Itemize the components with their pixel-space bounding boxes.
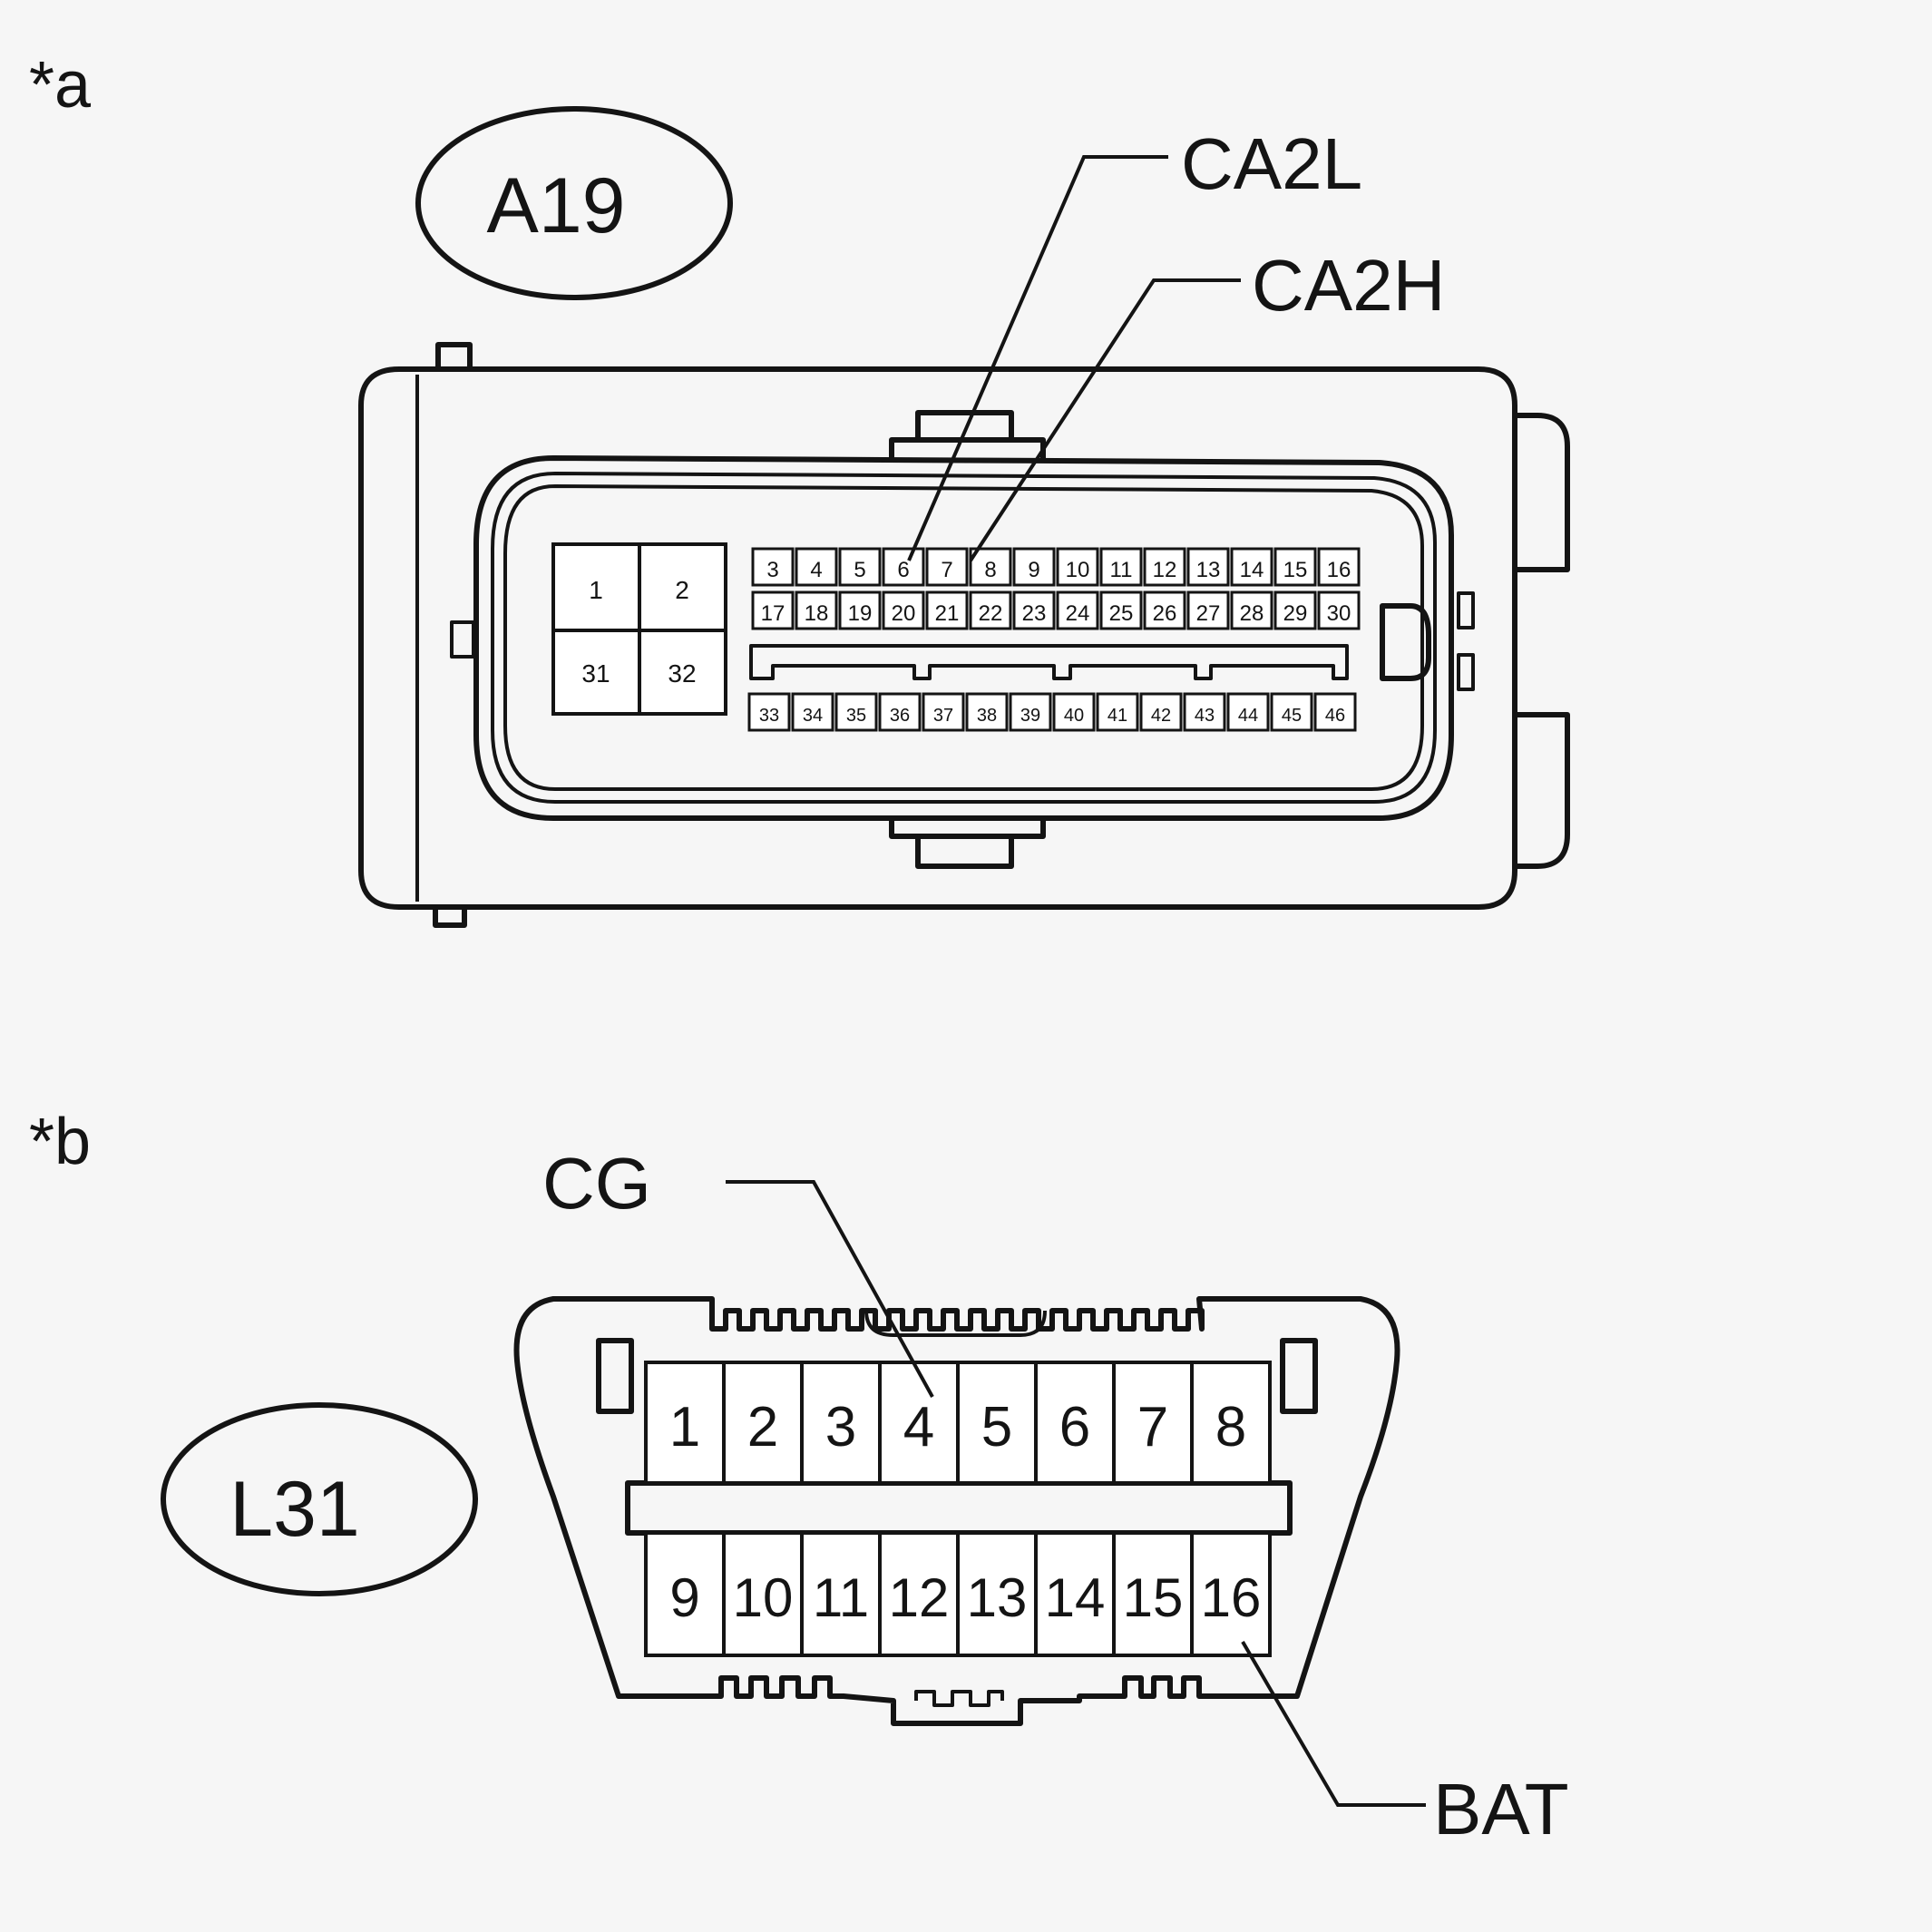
pin-label: 45 (1282, 706, 1302, 726)
pin-label: 46 (1325, 706, 1345, 726)
pin-label: 4 (810, 558, 822, 582)
pin-label: 14 (1045, 1567, 1106, 1628)
pin-label: 27 (1196, 601, 1221, 626)
a19-pin-row-3: 33 34 35 36 37 38 39 40 41 42 43 44 45 4… (747, 692, 1357, 732)
pin-label: 42 (1151, 706, 1171, 726)
pin-label: 11 (813, 1567, 869, 1628)
pin-label: 13 (1196, 558, 1221, 582)
pin-label: 6 (897, 558, 909, 582)
a19-id-oval (415, 106, 733, 300)
pin-label: 4 (903, 1396, 934, 1459)
pin-label: 5 (981, 1396, 1012, 1459)
pin-label: 3 (766, 558, 778, 582)
pin-label: 25 (1109, 601, 1134, 626)
cg-leader-line (726, 1180, 934, 1398)
pin-label: 23 (1022, 601, 1047, 626)
pin-label: 28 (1240, 601, 1264, 626)
pin-label: 44 (1238, 706, 1258, 726)
pin-label: 2 (675, 576, 689, 604)
a19-pin-row-1: 3 4 5 6 7 8 9 10 11 12 13 14 15 16 (751, 547, 1361, 587)
pin-label: 43 (1195, 706, 1215, 726)
a19-connector-id: A19 (486, 162, 625, 249)
pin-label: 21 (935, 601, 960, 626)
l31-pin-grid: 1 2 3 4 5 6 7 8 9 10 11 12 13 14 15 16 (644, 1361, 1272, 1657)
cg-label: CG (542, 1143, 651, 1224)
pin-label: 36 (890, 706, 910, 726)
pin-label: 26 (1153, 601, 1177, 626)
pin-label: 15 (1123, 1567, 1184, 1628)
bat-leader-line (1241, 1640, 1426, 1807)
pin-label: 9 (1028, 558, 1039, 582)
bat-label: BAT (1433, 1769, 1569, 1849)
pin-label: 12 (1153, 558, 1177, 582)
pin-label: 1 (589, 576, 603, 604)
pin-label: 40 (1064, 706, 1084, 726)
l31-connector-id: L31 (229, 1466, 360, 1553)
section-b-marker: *b (29, 1106, 91, 1178)
pin-label: 8 (1215, 1396, 1246, 1459)
pin-label: 24 (1066, 601, 1090, 626)
ca2l-leader-line (907, 155, 1168, 561)
pin-label: 38 (977, 706, 997, 726)
pin-label: 37 (933, 706, 953, 726)
pin-label: 12 (889, 1567, 950, 1628)
pin-label: 13 (967, 1567, 1028, 1628)
ca2h-leader-line (969, 278, 1241, 562)
pin-label: 16 (1201, 1567, 1262, 1628)
pin-label: 19 (848, 601, 873, 626)
pin-label: 2 (747, 1396, 778, 1459)
pin-label: 6 (1059, 1396, 1090, 1459)
a19-pin-row-2: 17 18 19 20 21 22 23 24 25 26 27 28 29 3… (751, 590, 1361, 630)
pin-label: 9 (669, 1567, 699, 1628)
pin-label: 8 (984, 558, 996, 582)
pin-label: 7 (941, 558, 952, 582)
pin-label: 41 (1107, 706, 1127, 726)
section-a-marker: *a (29, 49, 92, 122)
pin-label: 10 (1066, 558, 1090, 582)
pin-label: 29 (1283, 601, 1308, 626)
pin-label: 14 (1240, 558, 1264, 582)
pin-label: 17 (761, 601, 785, 626)
ca2l-label: CA2L (1181, 123, 1362, 204)
pin-label: 31 (581, 659, 610, 688)
pin-label: 10 (733, 1567, 794, 1628)
pin-label: 39 (1020, 706, 1040, 726)
pin-label: 15 (1283, 558, 1308, 582)
pin-label: 3 (825, 1396, 856, 1459)
pin-label: 16 (1327, 558, 1351, 582)
pin-label: 20 (892, 601, 916, 626)
pin-label: 30 (1327, 601, 1351, 626)
pin-label: 18 (805, 601, 829, 626)
pin-label: 11 (1110, 558, 1133, 582)
pin-label: 22 (979, 601, 1003, 626)
pin-label: 33 (759, 706, 779, 726)
pin-label: 5 (854, 558, 865, 582)
pin-label: 35 (846, 706, 866, 726)
pin-label: 1 (669, 1396, 700, 1459)
a19-connector-housing (358, 342, 1570, 928)
pin-label: 7 (1137, 1396, 1168, 1459)
l31-id-oval (161, 1402, 478, 1596)
a19-large-pin-block: 1 2 31 32 (551, 542, 727, 716)
pin-label: 34 (803, 706, 823, 726)
pin-label: 32 (668, 659, 696, 688)
ca2h-label: CA2H (1252, 245, 1445, 326)
